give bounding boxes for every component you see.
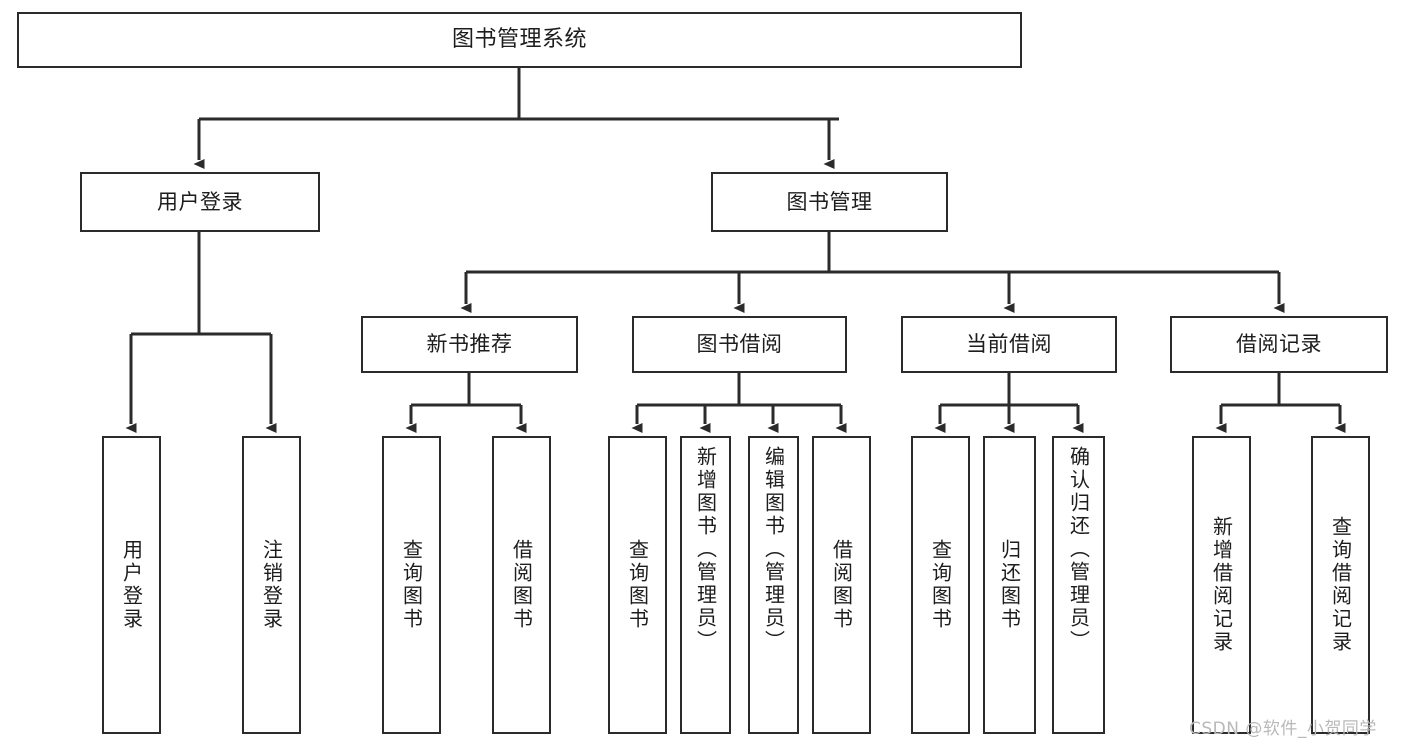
node-label: 归还图书 <box>997 539 1022 631</box>
node-label: 借阅图书 <box>829 539 854 631</box>
node-label: 借阅图书 <box>509 539 534 631</box>
node-label: 当前借阅 <box>966 332 1052 357</box>
node-leaf-confirm-return[interactable]: 确认归还（管理员） <box>1052 436 1105 734</box>
watermark-text: CSDN @软件_小贺同学 <box>1189 719 1377 739</box>
node-leaf-add-book[interactable]: 新增图书（管理员） <box>680 436 731 734</box>
node-leaf-borrow-book-2[interactable]: 借阅图书 <box>812 436 871 734</box>
node-borrow-record[interactable]: 借阅记录 <box>1170 316 1388 373</box>
node-leaf-return-book[interactable]: 归还图书 <box>983 436 1036 734</box>
node-book-borrow[interactable]: 图书借阅 <box>632 316 847 373</box>
node-label: 用户登录 <box>157 189 243 214</box>
node-label: 图书借阅 <box>696 332 783 357</box>
node-label: 新增图书（管理员） <box>693 446 718 653</box>
node-label: 查询借阅记录 <box>1328 516 1353 654</box>
node-book-manage[interactable]: 图书管理 <box>711 172 948 232</box>
node-leaf-edit-book[interactable]: 编辑图书（管理员） <box>748 436 799 734</box>
node-leaf-query-book-3[interactable]: 查询图书 <box>911 436 970 734</box>
node-leaf-query-borrow-record[interactable]: 查询借阅记录 <box>1311 436 1370 734</box>
node-label: 新增借阅记录 <box>1209 516 1234 654</box>
node-leaf-add-borrow-record[interactable]: 新增借阅记录 <box>1192 436 1251 734</box>
node-leaf-user-login[interactable]: 用户登录 <box>102 436 161 734</box>
node-user-login[interactable]: 用户登录 <box>80 172 320 232</box>
node-label: 查询图书 <box>928 539 953 631</box>
node-root[interactable]: 图书管理系统 <box>17 12 1022 68</box>
node-leaf-logout[interactable]: 注销登录 <box>242 436 301 734</box>
node-label: 确认归还（管理员） <box>1066 446 1091 653</box>
node-label: 图书管理 <box>786 189 873 214</box>
node-current-borrow[interactable]: 当前借阅 <box>901 316 1117 373</box>
node-label: 图书管理系统 <box>451 27 587 53</box>
node-label: 新书推荐 <box>426 332 513 357</box>
node-leaf-query-book-1[interactable]: 查询图书 <box>382 436 441 734</box>
node-label: 借阅记录 <box>1236 332 1322 357</box>
node-label: 查询图书 <box>399 539 424 631</box>
node-leaf-query-book-2[interactable]: 查询图书 <box>608 436 667 734</box>
node-label: 用户登录 <box>119 539 144 631</box>
node-label: 注销登录 <box>259 539 284 631</box>
node-label: 编辑图书（管理员） <box>761 446 786 653</box>
node-leaf-borrow-book-1[interactable]: 借阅图书 <box>492 436 551 734</box>
node-new-book-recommend[interactable]: 新书推荐 <box>361 316 578 373</box>
node-label: 查询图书 <box>625 539 650 631</box>
